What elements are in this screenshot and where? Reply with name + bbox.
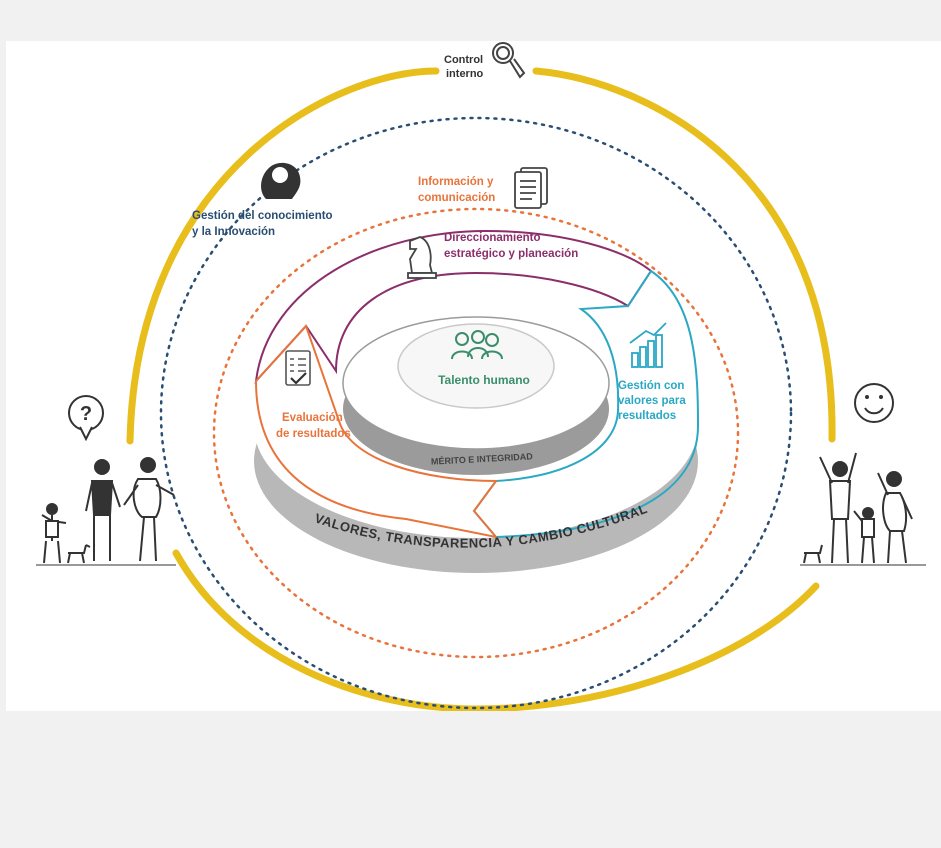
information-label-line2: comunicación — [418, 192, 495, 204]
document-icon — [514, 167, 548, 209]
family-right-icon — [800, 452, 926, 566]
knowledge-dotted-ring — [159, 116, 793, 710]
direction-label-line2: estratégico y planeación — [444, 248, 578, 260]
information-dotted-ring — [212, 207, 740, 659]
evaluation-segment — [254, 324, 499, 539]
control-label-line2: interno — [446, 68, 484, 80]
diagram-canvas: Talento humano MÉRITO E INTEGRIDAD VALOR… — [36, 42, 926, 711]
management-label-line3: resultados — [618, 410, 676, 422]
checklist-icon — [285, 350, 311, 386]
talent-disc — [397, 323, 555, 409]
management-label-line2: valores para — [618, 395, 686, 407]
brain-head-icon — [261, 162, 301, 199]
question-bubble-icon: ? — [68, 395, 104, 442]
management-label-line1: Gestión con — [618, 380, 684, 392]
magnifier-icon — [492, 42, 526, 79]
bar-chart-icon — [629, 322, 667, 368]
chess-knight-icon — [407, 236, 437, 279]
talent-label: Talento humano — [438, 373, 530, 387]
outer-ring-bottom — [172, 549, 820, 711]
question-mark: ? — [80, 403, 92, 425]
people-group-icon — [451, 330, 503, 360]
control-label-line1: Control — [444, 54, 483, 66]
evaluation-label-line2: de resultados — [276, 428, 351, 440]
direction-label-line1: Direccionamiento — [444, 232, 541, 244]
management-segment — [472, 269, 700, 539]
evaluation-label-line1: Evaluación — [282, 412, 343, 424]
smile-icon — [854, 383, 894, 423]
knowledge-label-line2: y la Innovación — [192, 226, 275, 238]
mipg-diagram: Talento humano MÉRITO E INTEGRIDAD VALOR… — [6, 41, 941, 711]
outer-ring-top — [126, 67, 836, 445]
knowledge-label-line1: Gestión del conocimiento — [192, 210, 333, 222]
information-label-line1: Información y — [418, 176, 494, 188]
family-left-icon — [36, 457, 176, 566]
